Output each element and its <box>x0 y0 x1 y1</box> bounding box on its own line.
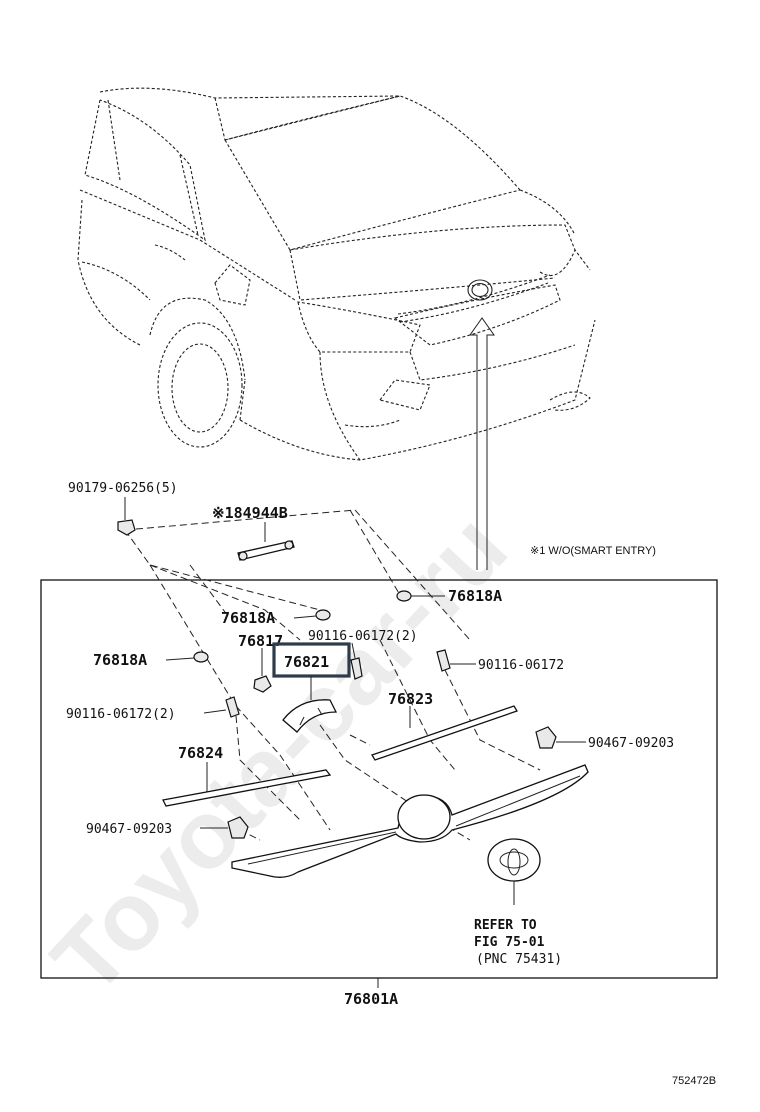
refer-line-2: FIG 75-01 <box>474 935 545 950</box>
clip-76818a-top-right-part <box>396 590 445 602</box>
label-76801a: 76801A <box>344 990 398 1008</box>
label-90179: 90179-06256(5) <box>68 481 178 496</box>
assembly-frame <box>40 579 718 979</box>
car-illustration <box>77 87 596 461</box>
clip-90467-right-part <box>535 726 586 749</box>
screw-90116-right-part <box>436 649 476 672</box>
clip-76818a-mid-part <box>293 609 331 621</box>
holder-84944b-part <box>237 522 295 561</box>
emblem-icon <box>487 838 541 905</box>
note-smart-entry: ※1 W/O(SMART ENTRY) <box>530 545 656 557</box>
label-90467-right: 90467-09203 <box>588 736 674 751</box>
clip-76818a-left-part <box>165 651 209 663</box>
part-76817-part <box>253 648 272 693</box>
label-90467-left: 90467-09203 <box>86 822 172 837</box>
part-76821-part <box>282 676 338 733</box>
refer-line-3: (PNC 75431) <box>476 952 562 967</box>
label-84944b: ※184944B <box>212 504 288 522</box>
clip-90179-part <box>117 497 136 536</box>
label-76817: 76817 <box>238 632 283 650</box>
location-arrow <box>469 317 495 570</box>
garnish-76801a-part <box>231 764 589 878</box>
moulding-76823-part <box>371 705 518 761</box>
screw-90116-pair-part <box>350 642 363 680</box>
figure-id: 752472B <box>672 1075 716 1087</box>
label-90116-right: 90116-06172 <box>478 658 564 673</box>
label-76818a-mid: 76818A <box>221 609 275 627</box>
label-90116-left: 90116-06172(2) <box>66 707 176 722</box>
label-76818a-top-right: 76818A <box>448 587 502 605</box>
clip-90467-left-part <box>200 816 249 839</box>
refer-line-1: REFER TO <box>474 918 537 933</box>
label-76824: 76824 <box>178 744 223 762</box>
moulding-76824-part <box>162 762 332 807</box>
label-76823: 76823 <box>388 690 433 708</box>
label-76818a-left: 76818A <box>93 651 147 669</box>
screw-90116-left-part <box>203 696 240 718</box>
label-90116-pair: 90116-06172(2) <box>308 629 418 644</box>
watermark: Toyota-car-ru <box>32 494 527 1014</box>
label-76821: 76821 <box>284 653 329 671</box>
